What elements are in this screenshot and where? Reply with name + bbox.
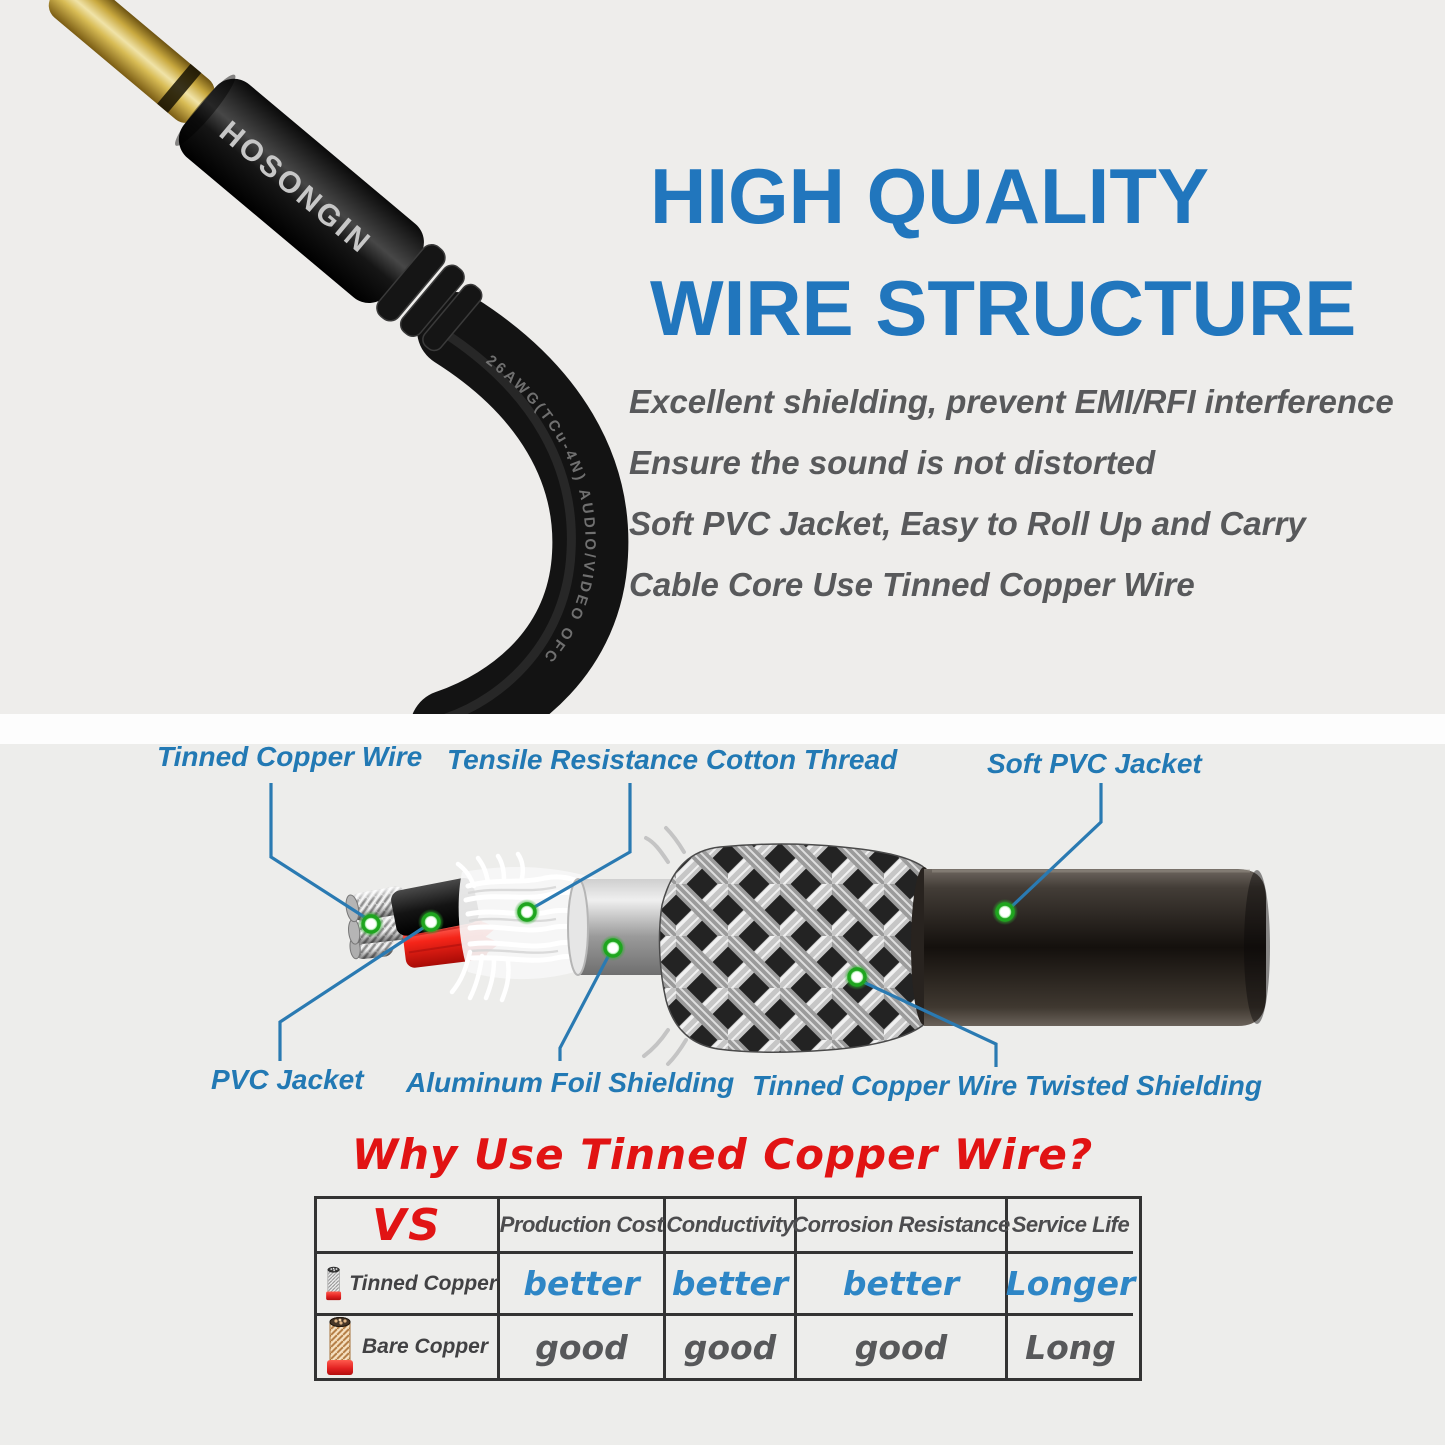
tinned-copper-wire-icon xyxy=(326,1266,342,1300)
vs-label: VS xyxy=(372,1199,442,1251)
white-divider-strip xyxy=(0,714,1445,744)
column-header: Production Cost xyxy=(500,1199,666,1254)
leader-tinned-copper-wire xyxy=(269,783,370,922)
comparison-heading: Why Use Tinned Copper Wire? xyxy=(351,1130,1094,1179)
dot-aluminum-foil xyxy=(600,935,626,961)
label-twisted-shielding: Tinned Copper Wire Twisted Shielding xyxy=(752,1070,1263,1101)
bare-copper-wire-icon xyxy=(327,1317,353,1375)
outer-jacket xyxy=(911,867,1270,1026)
label-aluminum-foil: Aluminum Foil Shielding xyxy=(406,1067,735,1098)
column-header: Service Life xyxy=(1008,1199,1133,1254)
black-pvc-sleeve xyxy=(391,877,479,936)
cable-photo: 26AWG(TCu-4N) AUDIO/VIDEO OFC HOSONGIN xyxy=(48,0,629,714)
leader-aluminum-foil xyxy=(558,950,613,1061)
leader-pvc-jacket xyxy=(278,922,430,1061)
dot-tinned-copper-wire xyxy=(358,911,384,937)
feature-bullets: Excellent shielding, prevent EMI/RFI int… xyxy=(629,371,1394,615)
row-label: Bare Copper xyxy=(362,1335,489,1358)
braided-shield xyxy=(642,826,935,1066)
table-value: good xyxy=(500,1316,666,1378)
leader-lines xyxy=(269,783,1103,1067)
table-value: better xyxy=(500,1254,666,1316)
leader-soft-pvc-jacket xyxy=(1006,783,1103,912)
indicator-dots xyxy=(358,899,1018,990)
dot-twisted-shielding xyxy=(844,964,870,990)
comparison-table: VS Production Cost Conductivity Corrosio… xyxy=(314,1196,1142,1381)
bullet-3: Soft PVC Jacket, Easy to Roll Up and Car… xyxy=(629,505,1306,542)
table-value: good xyxy=(666,1316,797,1378)
label-pvc-jacket: PVC Jacket xyxy=(211,1064,364,1095)
table-row-bare-copper: Bare Copper xyxy=(317,1316,500,1378)
dot-soft-pvc-jacket xyxy=(992,899,1018,925)
dot-pvc-jacket xyxy=(418,909,444,935)
page-title: HIGH QUALITY WIRE STRUCTURE xyxy=(650,140,1356,364)
label-tinned-copper-wire: Tinned Copper Wire xyxy=(157,741,423,772)
cable-loop: 26AWG(TCu-4N) AUDIO/VIDEO OFC xyxy=(413,292,629,714)
leader-twisted-shielding xyxy=(858,978,998,1067)
table-value: Long xyxy=(1025,1327,1116,1367)
table-value: better xyxy=(666,1254,797,1316)
vs-header-cell: VS xyxy=(317,1199,500,1254)
table-value: better xyxy=(797,1254,1008,1316)
row-label: Tinned Copper xyxy=(349,1271,497,1295)
title-line-1: HIGH QUALITY xyxy=(650,152,1209,240)
strain-relief xyxy=(376,244,483,352)
column-header: Conductivity xyxy=(666,1199,797,1254)
table-row-tinned-copper: Tinned Copper xyxy=(317,1254,500,1316)
leader-cotton-thread xyxy=(530,783,632,911)
label-cotton-thread: Tensile Resistance Cotton Thread xyxy=(447,744,898,775)
table-value: good xyxy=(797,1316,1008,1378)
bullet-4: Cable Core Use Tinned Copper Wire xyxy=(629,566,1195,603)
table-value: Longer xyxy=(1006,1254,1135,1316)
column-header: Corrosion Resistance xyxy=(792,1199,1010,1254)
dot-cotton-thread xyxy=(514,899,540,925)
gold-tip xyxy=(48,0,215,123)
bullet-1: Excellent shielding, prevent EMI/RFI int… xyxy=(629,383,1394,420)
jack-connector: HOSONGIN xyxy=(48,0,483,352)
title-line-2: WIRE STRUCTURE xyxy=(650,264,1357,352)
bullet-2: Ensure the sound is not distorted xyxy=(629,444,1156,481)
hero-section: 26AWG(TCu-4N) AUDIO/VIDEO OFC HOSONGIN H… xyxy=(0,0,1445,714)
label-soft-pvc-jacket: Soft PVC Jacket xyxy=(987,748,1202,779)
wire-structure-diagram xyxy=(269,783,1270,1067)
